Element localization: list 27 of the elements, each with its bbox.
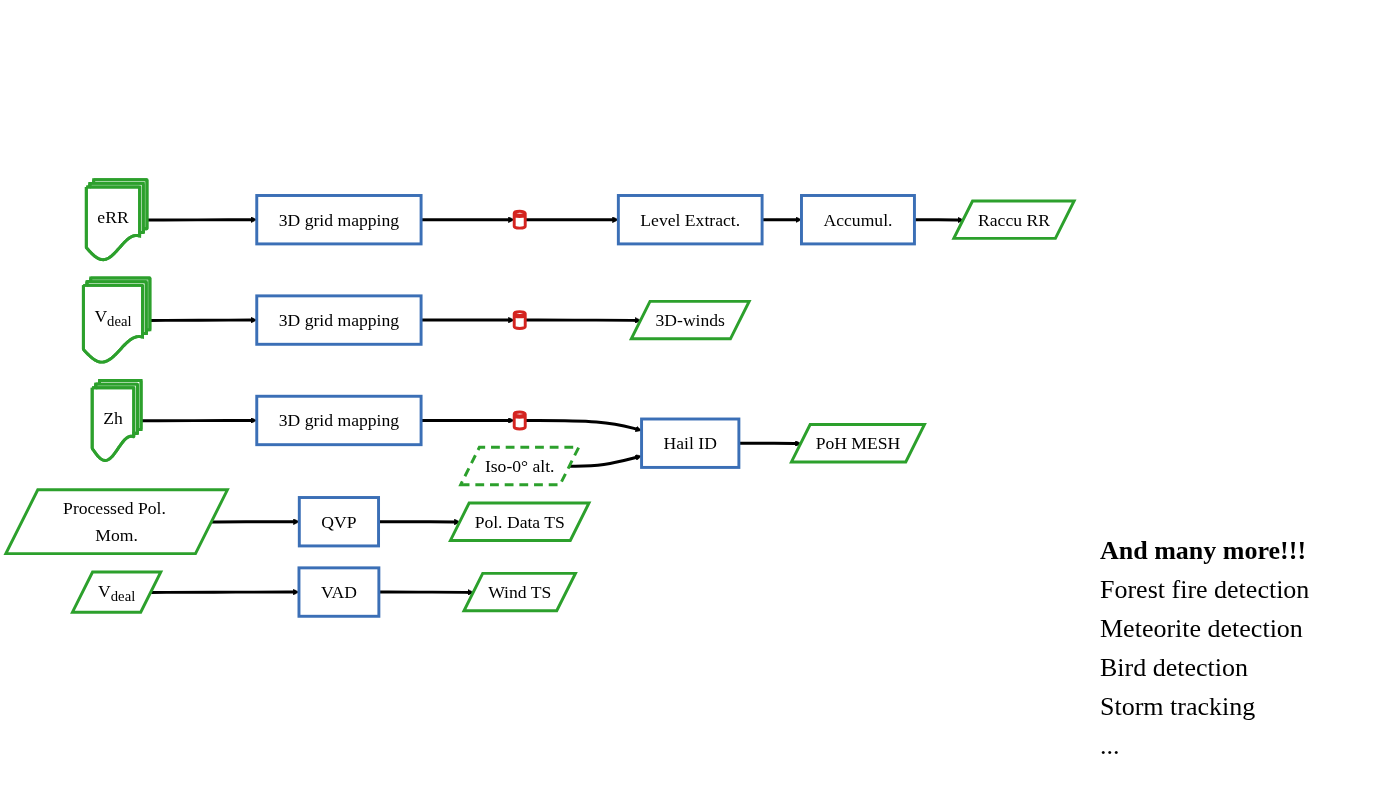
note-text: Storm tracking <box>1100 691 1257 723</box>
note-text: Meteorite detection <box>1100 613 1304 645</box>
arrow <box>211 518 300 525</box>
node-box: Accumul. <box>800 193 916 245</box>
note-text: Forest fire detection <box>1100 574 1310 606</box>
arrow <box>378 588 474 596</box>
arrow <box>525 215 619 223</box>
note-heading: And many more!!! <box>1100 535 1308 567</box>
arrow <box>762 215 802 223</box>
node-box: VAD <box>297 565 381 618</box>
arrow <box>914 216 964 223</box>
arrow <box>421 316 515 323</box>
arrow <box>421 416 515 424</box>
arrow <box>421 215 515 223</box>
node-box: 3D grid mapping <box>255 394 423 446</box>
node-box: QVP <box>297 495 380 547</box>
node-cube <box>512 309 527 330</box>
arrow <box>569 453 642 468</box>
node-box: 3D grid mapping <box>255 193 423 245</box>
arrow <box>525 418 642 432</box>
note-text: ... <box>1100 730 1121 762</box>
node-box: 3D grid mapping <box>255 293 423 346</box>
node-cube <box>512 410 527 430</box>
node-box: Hail ID <box>640 417 741 469</box>
note-text: Bird detection <box>1100 652 1249 684</box>
node-box: Level Extract. <box>616 193 764 245</box>
node-cube <box>512 209 527 230</box>
